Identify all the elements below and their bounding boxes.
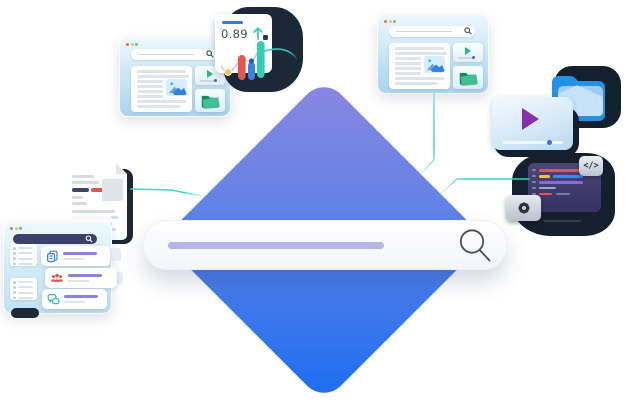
connector-chart [264, 48, 298, 60]
traffic-dot-red [126, 43, 130, 47]
browser-window-top-left [119, 37, 231, 117]
traffic-dot-yellow [130, 43, 134, 47]
metric-chart-group: 0.89 [205, 3, 305, 95]
image-placeholder [102, 179, 123, 201]
metric-value: 0.89 [221, 27, 248, 41]
play-icon [465, 46, 471, 55]
code-line [539, 187, 556, 189]
play-icon [522, 108, 539, 130]
highlight-navy [72, 188, 89, 192]
video-player-group [486, 93, 582, 157]
video-card [453, 43, 483, 62]
traffic-dot-red [10, 227, 14, 231]
traffic-dot-red [384, 20, 388, 24]
video-player-card [492, 97, 573, 150]
arrow-up-icon [252, 25, 264, 42]
folder-card [453, 66, 483, 89]
traffic-dot-green [393, 20, 397, 24]
progress-dot [547, 139, 553, 145]
gear-badge [506, 195, 541, 221]
result-card-chat [42, 289, 107, 309]
mini-bar-chart [220, 35, 268, 80]
mini-search-pill [131, 49, 217, 60]
progress-dot [472, 55, 476, 60]
traffic-dot-green [135, 43, 139, 47]
search-icon[interactable] [457, 227, 493, 264]
article-card [131, 66, 192, 112]
result-card-team [45, 268, 117, 288]
green-folder-icon [459, 72, 478, 86]
search-icon [85, 235, 93, 243]
code-line [539, 181, 583, 184]
progress-bar [503, 139, 563, 145]
mini-search-pill [389, 26, 475, 37]
connector-top-right [415, 92, 435, 180]
search-bar[interactable] [143, 220, 507, 270]
traffic-dot-green [19, 227, 23, 231]
play-icon [207, 69, 213, 78]
mini-search-text-line [396, 30, 452, 33]
search-icon [205, 50, 214, 58]
code-line [539, 175, 550, 178]
code-badge: </> [579, 156, 603, 176]
dark-blob-shadow [11, 308, 39, 318]
team-icon [51, 273, 63, 282]
result-card-documents [41, 246, 110, 266]
traffic-dot-yellow [388, 20, 392, 24]
browser-window-top-right [377, 14, 489, 94]
highlight-red [91, 188, 104, 192]
traffic-dot-yellow [14, 227, 18, 231]
code-line [539, 169, 587, 172]
results-panel-group [3, 214, 125, 318]
green-folder-icon [201, 95, 220, 109]
page-fold-corner [116, 163, 127, 174]
query-placeholder-line [168, 241, 384, 249]
mini-search-text-line [138, 53, 194, 56]
progress-dot [214, 78, 218, 83]
article-card [389, 43, 450, 89]
code-editor-group: </> [503, 148, 619, 238]
sidebar-list-card [10, 244, 37, 266]
sidebar-list-card [10, 278, 37, 300]
code-badge-label: </> [583, 161, 599, 171]
image-thumbnail-icon [166, 79, 187, 96]
documents-icon [47, 250, 58, 262]
code-line [553, 175, 583, 178]
connector-code [435, 178, 530, 199]
card-accent-line [222, 21, 243, 24]
navy-search-bar [13, 234, 97, 244]
connector-document [130, 188, 208, 198]
image-thumbnail-icon [424, 56, 445, 73]
chat-icon [47, 293, 60, 304]
code-line [539, 193, 552, 196]
code-line [556, 193, 570, 196]
search-icon [463, 27, 472, 35]
folder-card [195, 89, 225, 112]
gear-icon [517, 202, 530, 214]
